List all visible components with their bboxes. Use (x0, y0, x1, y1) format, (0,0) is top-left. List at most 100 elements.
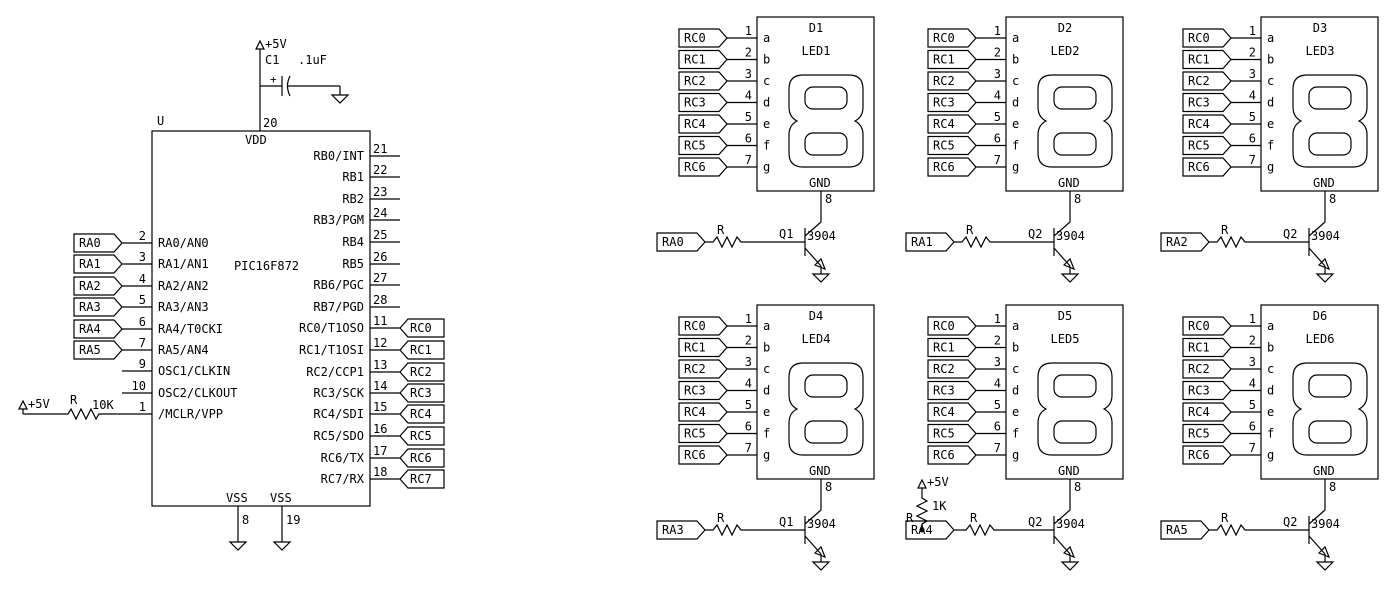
transistor-part: 3904 (1311, 517, 1340, 531)
pin-name: RB5 (342, 257, 364, 271)
net-flag-label: RC6 (933, 448, 955, 462)
net-flag-label: RC5 (933, 139, 955, 153)
net-flag-label: RC6 (1188, 448, 1210, 462)
transistor-part: 3904 (1311, 229, 1340, 243)
pin-number: 10 (132, 379, 146, 393)
pin-number: 7 (1249, 441, 1256, 455)
pin-number: 2 (994, 334, 1001, 348)
emitter-arrow-icon (813, 257, 827, 271)
mcu-section: +5V C1 .1uF + U 20 VDD PIC16F872 VSS VSS… (18, 37, 445, 551)
net-flag-label: RC6 (410, 451, 432, 465)
pin-name: RC3/SCK (313, 386, 364, 400)
net-flag-label: RC4 (933, 405, 955, 419)
pin-number: 2 (1249, 46, 1256, 60)
net-flag (399, 362, 445, 382)
net-flag (927, 423, 977, 444)
net-flag (678, 402, 728, 422)
pin-number: 6 (1249, 132, 1256, 146)
net-flag-label: RC4 (1188, 405, 1210, 419)
supply-label: +5V (265, 37, 287, 51)
digit-glyph-hole (1308, 420, 1352, 444)
net-flag (678, 423, 728, 444)
net-flag-label: RA5 (1166, 523, 1188, 537)
pin-number: 3 (745, 355, 752, 369)
pin-number: 4 (994, 377, 1001, 391)
pin-number: 18 (373, 465, 387, 479)
net-flag (73, 254, 123, 274)
segment-label: b (1267, 341, 1274, 355)
pin-name: RB4 (342, 235, 364, 249)
pin-number: 4 (139, 272, 146, 286)
ground-icon (811, 273, 831, 283)
transistor-collector (1308, 509, 1326, 525)
pin-number: 25 (373, 228, 387, 242)
display-body (756, 16, 875, 192)
segment-label: d (1012, 96, 1019, 110)
transistor-part: 3904 (1056, 229, 1085, 243)
display-ref: D5 (1058, 309, 1072, 323)
net-flag (927, 92, 977, 113)
pin-name: RA1/AN1 (158, 257, 209, 271)
mcu-ref: U (157, 114, 164, 128)
net-flag-label: RC7 (410, 472, 432, 486)
transistor-ref: Q1 (779, 515, 793, 529)
segment-label: a (1012, 319, 1019, 333)
pin-name: RB7/PGD (313, 300, 364, 314)
pin-number: 5 (994, 398, 1001, 412)
net-flag (399, 404, 445, 424)
pin-number: 7 (139, 336, 146, 350)
pin-number: 5 (139, 293, 146, 307)
pin-name: RB0/INT (313, 149, 364, 163)
base-resistor (962, 523, 1054, 537)
vss-pin-2: 19 (286, 513, 300, 527)
vdd-pin-number: 20 (263, 116, 277, 130)
pin-number: 21 (373, 142, 387, 156)
emitter-arrow-icon (1317, 545, 1331, 559)
pin-number: 7 (745, 153, 752, 167)
ground-icon (228, 541, 248, 551)
pin-number: 1 (745, 24, 752, 38)
digit-glyph-hole (1308, 374, 1352, 398)
pin-number: 1 (139, 400, 146, 414)
digit-glyph-outer (1037, 74, 1113, 168)
net-flag-label: RC1 (933, 53, 955, 67)
transistor-part: 3904 (807, 517, 836, 531)
pin-name: RB2 (342, 192, 364, 206)
pin-number: 28 (373, 293, 387, 307)
pin-number: 3 (1249, 67, 1256, 81)
net-flag (1182, 135, 1232, 156)
net-flag-label: RA0 (79, 236, 101, 250)
display-part: LED2 (1051, 44, 1080, 58)
digit-glyph-hole (1308, 132, 1352, 156)
pin-number: 6 (994, 420, 1001, 434)
net-flag-label: RC2 (410, 365, 432, 379)
segment-label: a (1267, 319, 1274, 333)
net-flag-label: RC5 (684, 427, 706, 441)
transistor-part: 3904 (807, 229, 836, 243)
capacitor-plus: + (270, 73, 277, 86)
pin-number: 16 (373, 422, 387, 436)
pin-name: RC7/RX (321, 472, 365, 486)
pullup-resistor (915, 488, 929, 530)
net-flag-label: RC0 (933, 319, 955, 333)
pin-number: 2 (1249, 334, 1256, 348)
net-flag (1182, 114, 1232, 134)
mcu-part-number: PIC16F872 (234, 259, 299, 273)
capacitor-ref: C1 (265, 53, 279, 67)
net-flag (678, 92, 728, 113)
display-part: LED5 (1051, 332, 1080, 346)
pin-name: RA4/T0CKI (158, 322, 223, 336)
digit-glyph-hole (1053, 86, 1097, 110)
pin-number: 4 (994, 89, 1001, 103)
pin-number: 15 (373, 400, 387, 414)
pin-name: RB3/PGM (313, 213, 364, 227)
display-body (756, 304, 875, 480)
net-flag-label: RC6 (684, 160, 706, 174)
net-flag (927, 316, 977, 336)
display-body (1005, 304, 1124, 480)
net-flag (905, 232, 955, 252)
net-flag-label: RC5 (410, 429, 432, 443)
gnd-pin-number: 8 (825, 480, 832, 494)
